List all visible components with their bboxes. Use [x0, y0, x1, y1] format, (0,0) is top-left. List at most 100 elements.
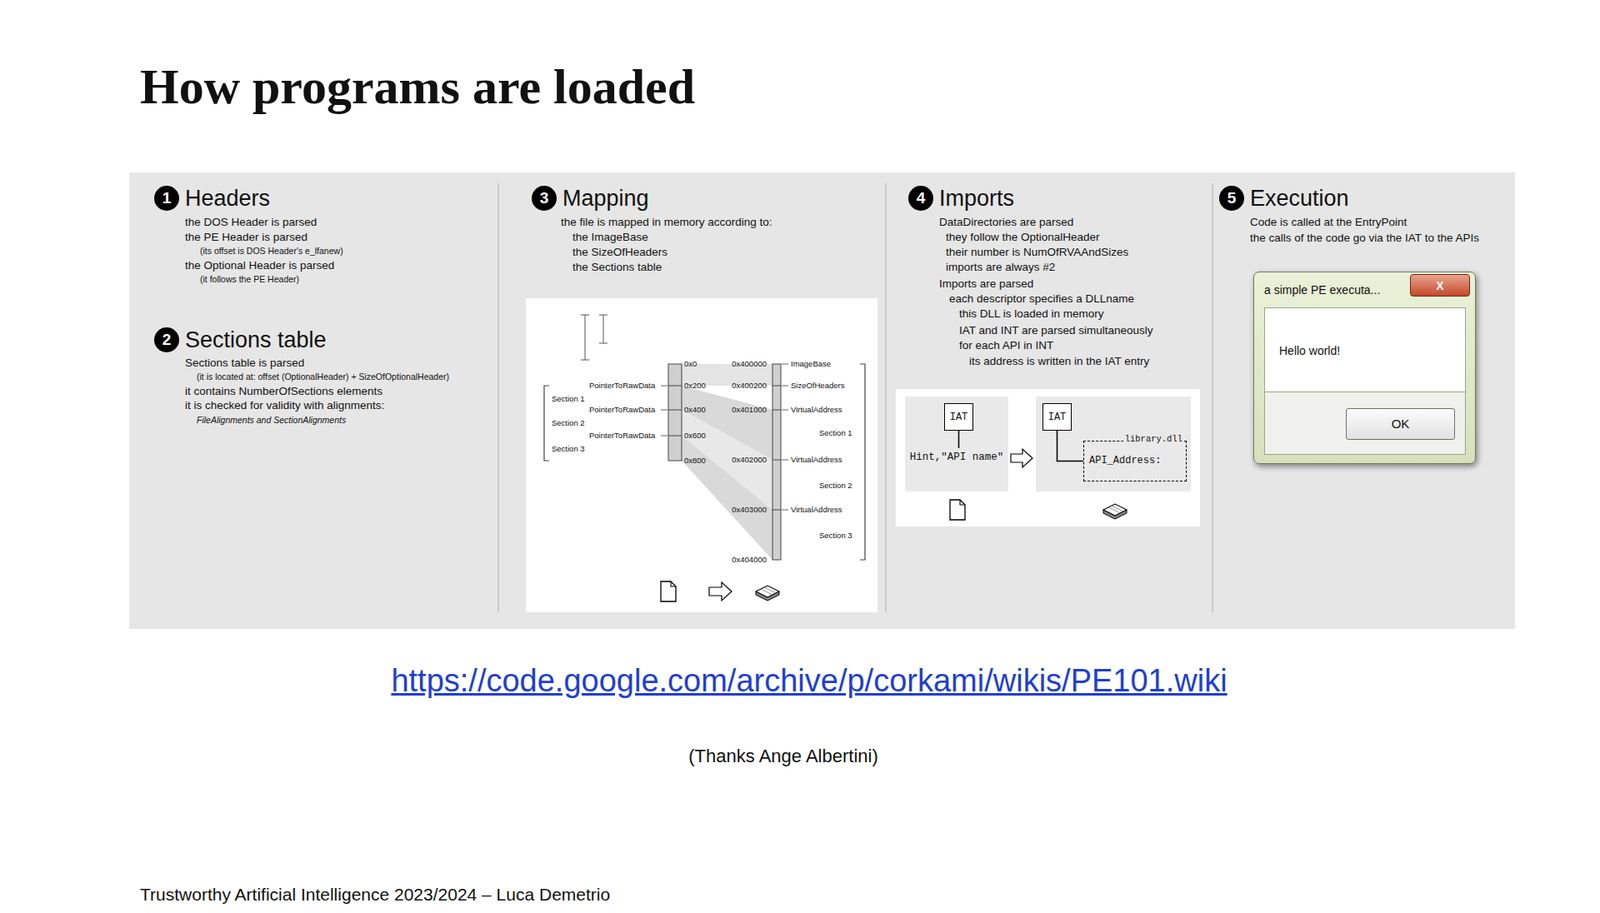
alignment-legend [580, 315, 608, 360]
file-icon [660, 581, 676, 602]
step-number: 4 [908, 185, 934, 211]
memory-view-box [1035, 396, 1191, 492]
step-heading: Sections table [185, 326, 327, 354]
file-icon [950, 500, 965, 520]
memory-chip-icon [755, 585, 780, 601]
message-text: Hello world! [1279, 344, 1340, 359]
step-text: the PE Header is parsed [185, 230, 308, 245]
section-label: Section 2 [819, 480, 853, 491]
step-note: (it is located at: offset (OptionalHeade… [196, 371, 450, 383]
step-heading: Imports [939, 185, 1015, 212]
address-value: 0x401000 [731, 405, 767, 415]
offset-value: 0x800 [684, 455, 706, 466]
memory-layout-bar [772, 364, 865, 560]
leader-line [958, 430, 960, 449]
offset-value: 0x200 [684, 380, 706, 391]
step-text: its address is written in the IAT entry [969, 354, 1150, 369]
step-text: their number is NumOfRVAAndSizes [945, 245, 1129, 260]
field-label: PointerToRawData [589, 430, 655, 441]
step-number: 2 [154, 327, 180, 353]
step-number-text: 3 [540, 190, 550, 207]
dll-memory-box: library.dllAPI_Address: [1083, 440, 1187, 482]
button-text: X [1435, 279, 1444, 293]
address-value: 0x404000 [731, 555, 767, 565]
memory-chip-icon [1103, 504, 1127, 520]
step-text: the ImageBase [572, 230, 649, 245]
field-label: VirtualAddress [790, 505, 843, 515]
step-text: Sections table is parsed [185, 355, 305, 370]
step-text: the DOS Header is parsed [185, 215, 317, 230]
offset-value: 0x400 [684, 405, 706, 415]
step-number-text: 2 [162, 331, 172, 349]
step-number-text: 5 [1227, 190, 1237, 207]
iat-box: IAT [1042, 403, 1072, 431]
step-heading: Execution [1250, 185, 1350, 212]
field-label: PointerToRawData [589, 380, 655, 391]
step-number: 5 [1219, 185, 1245, 211]
source-link: https://code.google.com/archive/p/corkam… [390, 661, 1227, 700]
mapping-bands [681, 364, 773, 560]
step-number: 1 [154, 185, 180, 211]
footer-text: Trustworthy Artificial Intelligence 2023… [140, 884, 610, 905]
connector-line [1057, 430, 1085, 462]
step-text: imports are always #2 [945, 260, 1055, 275]
field-label: VirtualAddress [790, 405, 843, 415]
hollow-arrow [1010, 449, 1033, 468]
file-layout-bar [544, 364, 682, 461]
step-text: for each API in INT [959, 338, 1054, 353]
address-value: 0x402000 [731, 455, 767, 465]
field-label: VirtualAddress [790, 455, 843, 465]
step-text: the SizeOfHeaders [572, 245, 668, 260]
step-text: DataDirectories are parsed [939, 215, 1074, 230]
address-value: 0x400000 [731, 359, 767, 370]
hint-name-entry: Hint,"API name" [910, 451, 1005, 465]
section-label: Section 1 [551, 394, 585, 405]
ok-button: OK [1345, 408, 1455, 440]
column-separator [1211, 183, 1214, 613]
field-label: PointerToRawData [589, 405, 655, 415]
step-note: (it follows the PE Header) [200, 274, 300, 285]
step-text: Code is called at the EntryPoint [1250, 215, 1407, 230]
offset-value: 0x0 [684, 359, 697, 370]
step-text: they follow the OptionalHeader [945, 230, 1100, 245]
step-text: it contains NumberOfSections elements [185, 384, 383, 399]
step-number: 3 [531, 185, 557, 211]
credit-note: (Thanks Ange Albertini) [688, 745, 878, 768]
step-text: IAT and INT are parsed simultaneously [959, 323, 1154, 338]
window-title: a simple PE executa... [1264, 283, 1380, 298]
column-separator [497, 183, 500, 613]
step-heading: Headers [185, 185, 270, 212]
step-number-text: 4 [916, 190, 926, 207]
dll-name: library.dll [1123, 434, 1185, 445]
step-text: this DLL is loaded in memory [959, 306, 1105, 321]
message-window: a simple PE executa... Hello world! X OK [1253, 271, 1476, 465]
hollow-arrow [709, 582, 732, 601]
field-label: SizeOfHeaders [790, 380, 845, 391]
step-heading: Mapping [562, 185, 650, 212]
button-text: OK [1391, 416, 1410, 432]
step-note: FileAlignments and SectionAlignments [196, 415, 346, 426]
illustration-panel [525, 298, 878, 613]
step-text: the Optional Header is parsed [185, 258, 335, 273]
section-label: Section 3 [551, 444, 585, 455]
file-view-box [905, 396, 1009, 492]
step-text: the Sections table [572, 260, 662, 275]
section-label: Section 2 [551, 418, 585, 429]
step-text: it is checked for validity with alignmen… [185, 398, 385, 413]
section-label: Section 1 [819, 428, 853, 439]
address-value: 0x400200 [731, 380, 767, 391]
step-number-text: 1 [162, 190, 172, 207]
step-text: the file is mapped in memory according t… [560, 215, 773, 230]
step-text: the calls of the code go via the IAT to … [1250, 230, 1480, 245]
step-text: Imports are parsed [939, 276, 1034, 291]
illustration-panel [895, 389, 1200, 527]
step-text: each descriptor specifies a DLLname [949, 291, 1135, 306]
grey-panel [129, 172, 1515, 630]
iat-text: IAT [950, 411, 969, 424]
address-value: 0x403000 [731, 505, 767, 515]
column-separator [885, 183, 887, 613]
slide-title: How programs are loaded [140, 56, 695, 117]
offset-value: 0x600 [684, 430, 706, 441]
close-button: X [1410, 274, 1470, 297]
